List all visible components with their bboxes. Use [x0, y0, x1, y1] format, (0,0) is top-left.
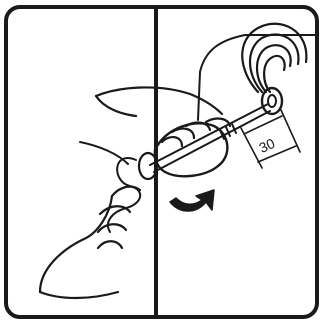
wall-plate-edge	[198, 72, 200, 120]
lower-hand	[40, 187, 140, 298]
measurement-label: 30	[256, 135, 277, 156]
anchor-rings	[242, 24, 306, 92]
curved-rotate-arrow-icon	[170, 190, 214, 211]
diagram-frame	[6, 7, 317, 317]
anchor-socket	[262, 88, 282, 114]
